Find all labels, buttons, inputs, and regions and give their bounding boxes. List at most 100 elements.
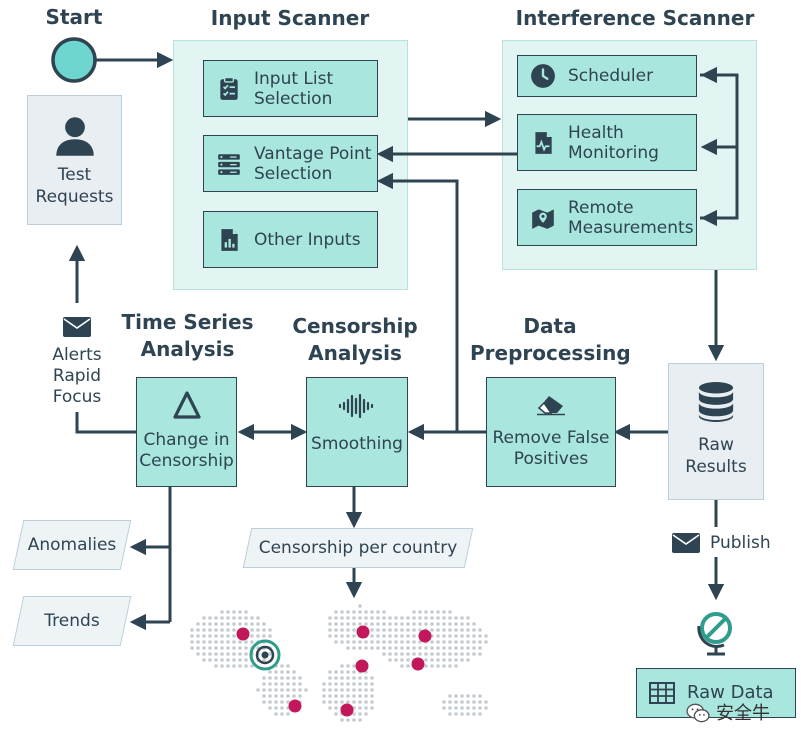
map-dot [352,670,356,674]
map-dot [280,706,284,710]
map-dot [358,706,362,710]
map-dot [196,652,200,656]
map-dot [328,676,332,680]
map-dot [208,640,212,644]
map-dot [268,706,272,710]
map-dot [472,712,476,716]
map-dot [388,616,392,620]
map-dot [226,610,230,614]
map-dot [364,676,368,680]
map-dot [358,622,362,626]
map-dot [382,628,386,632]
change-line1: Change in [143,430,230,450]
map-dot [448,706,452,710]
map-dot [436,628,440,632]
map-dot [208,652,212,656]
map-dot [466,700,470,704]
map-dot [400,652,404,656]
map-dot [280,682,284,686]
map-dot [358,616,362,620]
map-dot [370,682,374,686]
map-dot [292,694,296,698]
map-dot [202,640,206,644]
map-dot [274,688,278,692]
map-dot [328,670,332,674]
map-dot [358,688,362,692]
map-dot [358,700,362,704]
map-dot [190,640,194,644]
publish-label: Publish [710,532,771,553]
censorship-heading-line2: Analysis [308,341,402,365]
map-dot [418,640,422,644]
map-dot [334,670,338,674]
preprocessing-heading-line2: Preprocessing [470,341,631,365]
map-dot [244,610,248,614]
test-requests-box: Test Requests [27,95,122,225]
map-dot [430,664,434,668]
map-dot [328,700,332,704]
map-dot [220,610,224,614]
map-dot [334,640,338,644]
map-dot [460,694,464,698]
map-dot [238,622,242,626]
eraser-icon [537,396,565,416]
map-dot [358,610,362,614]
map-dot [370,622,374,626]
map-dot [478,706,482,710]
bar-chart-file-icon [221,228,238,251]
waveform-icon [338,394,374,418]
map-dot [340,718,344,722]
map-dot [394,628,398,632]
trends-label: Trends [44,611,100,631]
map-dot [256,622,260,626]
watermark: 安全牛 [686,700,798,726]
map-dot [478,700,482,704]
map-dot [202,634,206,638]
map-dot [286,694,290,698]
map-dot [226,634,230,638]
map-dot [364,706,368,710]
map-dot [334,676,338,680]
map-dot [376,628,380,632]
map-dot [238,658,242,662]
map-dot [238,616,242,620]
map-marker-africa [340,703,354,717]
map-dot [412,646,416,650]
arrow-feedback-to-vantage [376,172,459,432]
map-dot [208,634,212,638]
map-dot [466,706,470,710]
map-pin-icon [532,208,554,229]
anomalies-label: Anomalies [27,535,117,555]
map-dot [424,616,428,620]
map-dot [472,700,476,704]
smoothing-label: Smoothing [311,434,403,454]
map-dot [412,622,416,626]
map-dot [454,640,458,644]
map-dot [208,616,212,620]
map-dot [484,634,488,638]
map-dot [220,658,224,662]
map-dot [280,712,284,716]
map-dot [196,640,200,644]
map-dot [412,610,416,614]
map-dot [286,712,290,716]
map-dot [400,622,404,626]
map-dot [400,664,404,668]
map-dot [334,682,338,686]
map-dot [424,664,428,668]
map-dot [394,646,398,650]
map-dot [328,628,332,632]
map-dot [400,646,404,650]
map-dot [346,616,350,620]
map-dot [202,658,206,662]
input-list-line1: Input List [254,68,334,89]
map-dot [430,646,434,650]
alerts-envelope-icon [63,317,91,337]
world-map-dots [190,604,488,722]
test-requests-label: Test Requests [28,164,121,208]
map-dot [340,640,344,644]
map-dot [382,616,386,620]
map-dot [298,676,302,680]
map-dot [334,712,338,716]
map-dot [250,628,254,632]
